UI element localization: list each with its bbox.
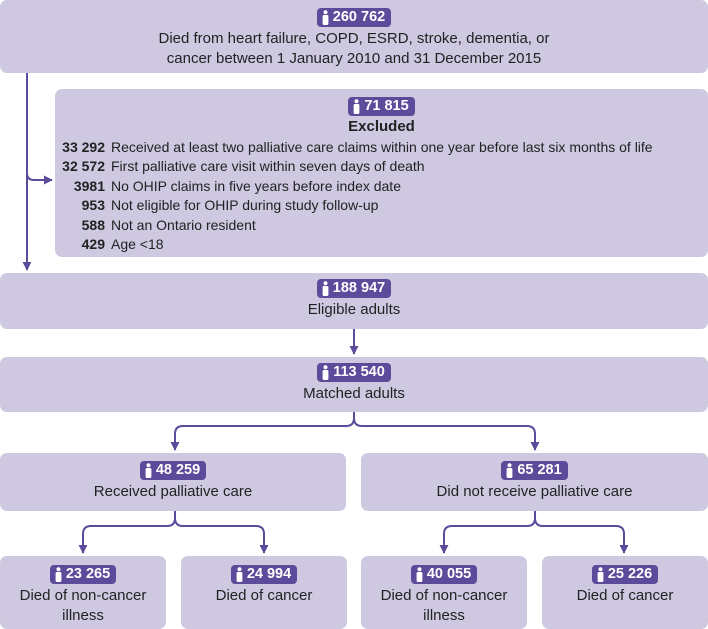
person-icon bbox=[145, 463, 152, 478]
split-received bbox=[78, 511, 176, 554]
matched-box: 113 540 Matched adults bbox=[0, 357, 708, 412]
count-badge: 188 947 bbox=[316, 279, 392, 298]
split-matched bbox=[170, 412, 355, 451]
count-badge: 260 762 bbox=[316, 8, 392, 27]
outcome-label: Died of non-cancer illness bbox=[19, 587, 147, 624]
received-care-label: Received palliative care bbox=[93, 483, 253, 500]
person-icon bbox=[322, 281, 329, 296]
person-icon bbox=[597, 567, 604, 582]
count-badge: 65 281 bbox=[501, 461, 568, 480]
person-icon bbox=[236, 567, 243, 582]
count-value: 48 259 bbox=[155, 462, 201, 478]
person-icon bbox=[416, 567, 423, 582]
count-badge: 23 265 bbox=[49, 565, 117, 584]
count-value: 71 815 bbox=[364, 98, 409, 114]
received-care-box: 48 259 Received palliative care bbox=[0, 453, 346, 511]
count-badge: 40 055 bbox=[410, 565, 478, 584]
person-icon bbox=[353, 99, 360, 114]
count-value: 260 762 bbox=[332, 9, 386, 25]
arrow-to-excluded bbox=[26, 172, 53, 185]
split-not-received bbox=[439, 511, 536, 554]
eligible-box: 188 947 Eligible adults bbox=[0, 273, 708, 329]
not-received-care-box: 65 281 Did not receive palliative care bbox=[361, 453, 708, 511]
outcome-box-non-cancer-received: 23 265 Died of non-cancer illness bbox=[0, 556, 166, 629]
person-icon bbox=[55, 567, 62, 582]
matched-label: Matched adults bbox=[303, 385, 405, 402]
outcome-label: Died of non-cancer illness bbox=[380, 587, 508, 624]
person-icon bbox=[322, 365, 329, 380]
total-deaths-box: 260 762 Died from heart failure, COPD, E… bbox=[0, 0, 708, 73]
total-deaths-description: Died from heart failure, COPD, ESRD, str… bbox=[158, 30, 550, 67]
count-badge: 113 540 bbox=[317, 363, 391, 382]
not-received-care-label: Did not receive palliative care bbox=[436, 483, 633, 500]
outcome-box-cancer-not-received: 25 226 Died of cancer bbox=[542, 556, 708, 629]
person-icon bbox=[322, 10, 329, 25]
count-value: 25 226 bbox=[607, 566, 653, 582]
outcome-label: Died of cancer bbox=[576, 587, 674, 604]
count-value: 188 947 bbox=[332, 280, 386, 296]
count-value: 40 055 bbox=[426, 566, 472, 582]
person-icon bbox=[506, 463, 513, 478]
count-value: 65 281 bbox=[517, 462, 562, 478]
count-badge: 24 994 bbox=[230, 565, 298, 584]
count-badge: 25 226 bbox=[591, 565, 659, 584]
count-value: 113 540 bbox=[333, 364, 385, 380]
count-value: 23 265 bbox=[65, 566, 111, 582]
outcome-label: Died of cancer bbox=[215, 587, 313, 604]
split-not-received-right bbox=[534, 517, 629, 554]
count-value: 24 994 bbox=[246, 566, 292, 582]
outcome-box-non-cancer-not-received: 40 055 Died of non-cancer illness bbox=[361, 556, 527, 629]
outcome-box-cancer-received: 24 994 Died of cancer bbox=[181, 556, 347, 629]
split-received-right bbox=[174, 517, 269, 554]
eligible-label: Eligible adults bbox=[307, 301, 401, 318]
excluded-title: Excluded bbox=[348, 118, 415, 135]
split-matched-right bbox=[353, 417, 540, 451]
count-badge: 71 815 bbox=[348, 97, 415, 116]
count-badge: 48 259 bbox=[139, 461, 207, 480]
